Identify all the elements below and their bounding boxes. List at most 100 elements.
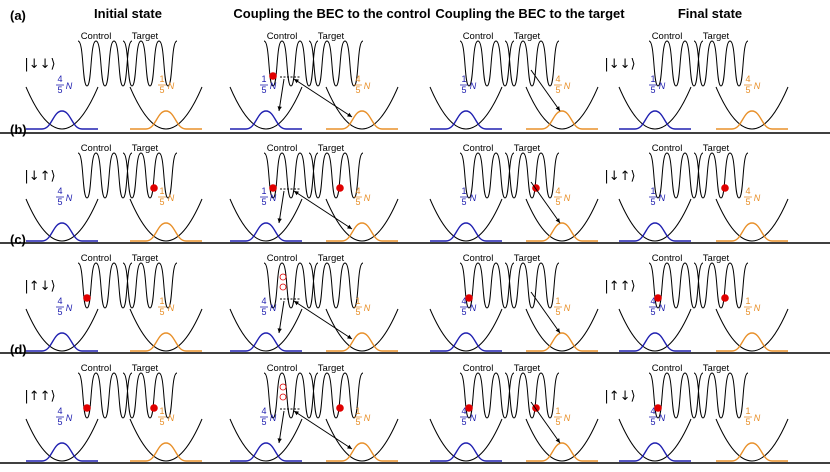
arrow-down-left	[278, 78, 285, 112]
target-label: Target	[703, 253, 730, 264]
target-lattice	[693, 262, 749, 309]
left-bec	[619, 222, 691, 242]
right-bec	[526, 332, 598, 352]
left-fraction-den: 5	[650, 197, 655, 207]
target-lattice	[693, 372, 749, 419]
right-fraction-num: 1	[355, 406, 360, 416]
right-trap	[525, 198, 599, 242]
right-fraction-num: 4	[745, 74, 750, 84]
arrow-down-left-head-end	[277, 106, 282, 111]
right-fraction-den: 5	[555, 307, 560, 317]
atom-control	[83, 404, 91, 412]
right-fraction-num: 1	[745, 406, 750, 416]
arrow-target-coupling-head-end	[555, 438, 560, 443]
row-label: (b)	[10, 122, 27, 137]
left-fraction-symbol: N	[470, 81, 477, 91]
right-fraction-num: 4	[355, 74, 360, 84]
control-lattice	[648, 152, 704, 199]
right-fraction-den: 5	[355, 85, 360, 95]
left-trap	[618, 198, 692, 242]
arrow-to-right-trap-head-end	[347, 112, 352, 117]
arrow-target-coupling-head-end	[555, 106, 560, 111]
right-fraction-den: 5	[745, 307, 750, 317]
left-fraction-den: 5	[261, 417, 266, 427]
control-label: Control	[267, 143, 298, 154]
right-bec	[326, 442, 398, 462]
left-bec	[230, 222, 302, 242]
right-fraction-num: 1	[745, 296, 750, 306]
final-ket: |↑↑⟩	[604, 279, 635, 294]
atom-target	[721, 184, 729, 192]
left-bec	[430, 222, 502, 242]
right-fraction-den: 5	[159, 197, 164, 207]
left-fraction-den: 5	[57, 417, 62, 427]
right-trap	[525, 86, 599, 130]
left-fraction-den: 5	[461, 307, 466, 317]
left-fraction-num: 4	[650, 296, 655, 306]
left-trap	[229, 198, 303, 242]
right-fraction-den: 5	[355, 197, 360, 207]
header-coupling-target: Coupling the BEC to the target	[435, 6, 625, 21]
control-lattice	[648, 262, 704, 309]
control-lattice	[77, 40, 133, 87]
right-trap	[325, 308, 399, 352]
target-label: Target	[132, 31, 159, 42]
target-lattice	[504, 152, 560, 199]
left-fraction-symbol: N	[470, 303, 477, 313]
right-fraction-symbol: N	[168, 303, 175, 313]
atom-control	[654, 294, 662, 302]
control-lattice	[263, 152, 319, 199]
left-bec	[619, 332, 691, 352]
right-fraction-den: 5	[355, 417, 360, 427]
left-fraction-den: 5	[461, 85, 466, 95]
atom-control	[269, 184, 277, 192]
control-lattice	[263, 372, 319, 419]
control-label: Control	[652, 143, 683, 154]
left-trap	[618, 86, 692, 130]
left-bec	[619, 442, 691, 462]
right-fraction-num: 1	[159, 296, 164, 306]
target-label: Target	[318, 253, 345, 264]
left-fraction-symbol: N	[270, 303, 277, 313]
target-lattice	[504, 40, 560, 87]
arrow-to-right-trap-head-end	[347, 444, 352, 449]
right-trap	[325, 418, 399, 462]
arrow-down-left-head-end	[277, 438, 282, 443]
target-lattice	[693, 40, 749, 87]
control-lattice	[459, 372, 515, 419]
control-lattice	[77, 372, 133, 419]
left-fraction-symbol: N	[470, 193, 477, 203]
target-label: Target	[318, 143, 345, 154]
right-fraction-symbol: N	[564, 193, 571, 203]
control-label: Control	[463, 363, 494, 374]
right-trap	[325, 86, 399, 130]
right-bec	[716, 110, 788, 130]
control-label: Control	[267, 31, 298, 42]
control-label: Control	[652, 363, 683, 374]
left-bec	[430, 332, 502, 352]
left-fraction-num: 4	[261, 406, 266, 416]
right-trap	[715, 86, 789, 130]
final-ket: |↓↑⟩	[604, 169, 635, 184]
right-fraction-den: 5	[555, 197, 560, 207]
arrow-down-left	[278, 410, 285, 444]
target-lattice	[308, 40, 364, 87]
